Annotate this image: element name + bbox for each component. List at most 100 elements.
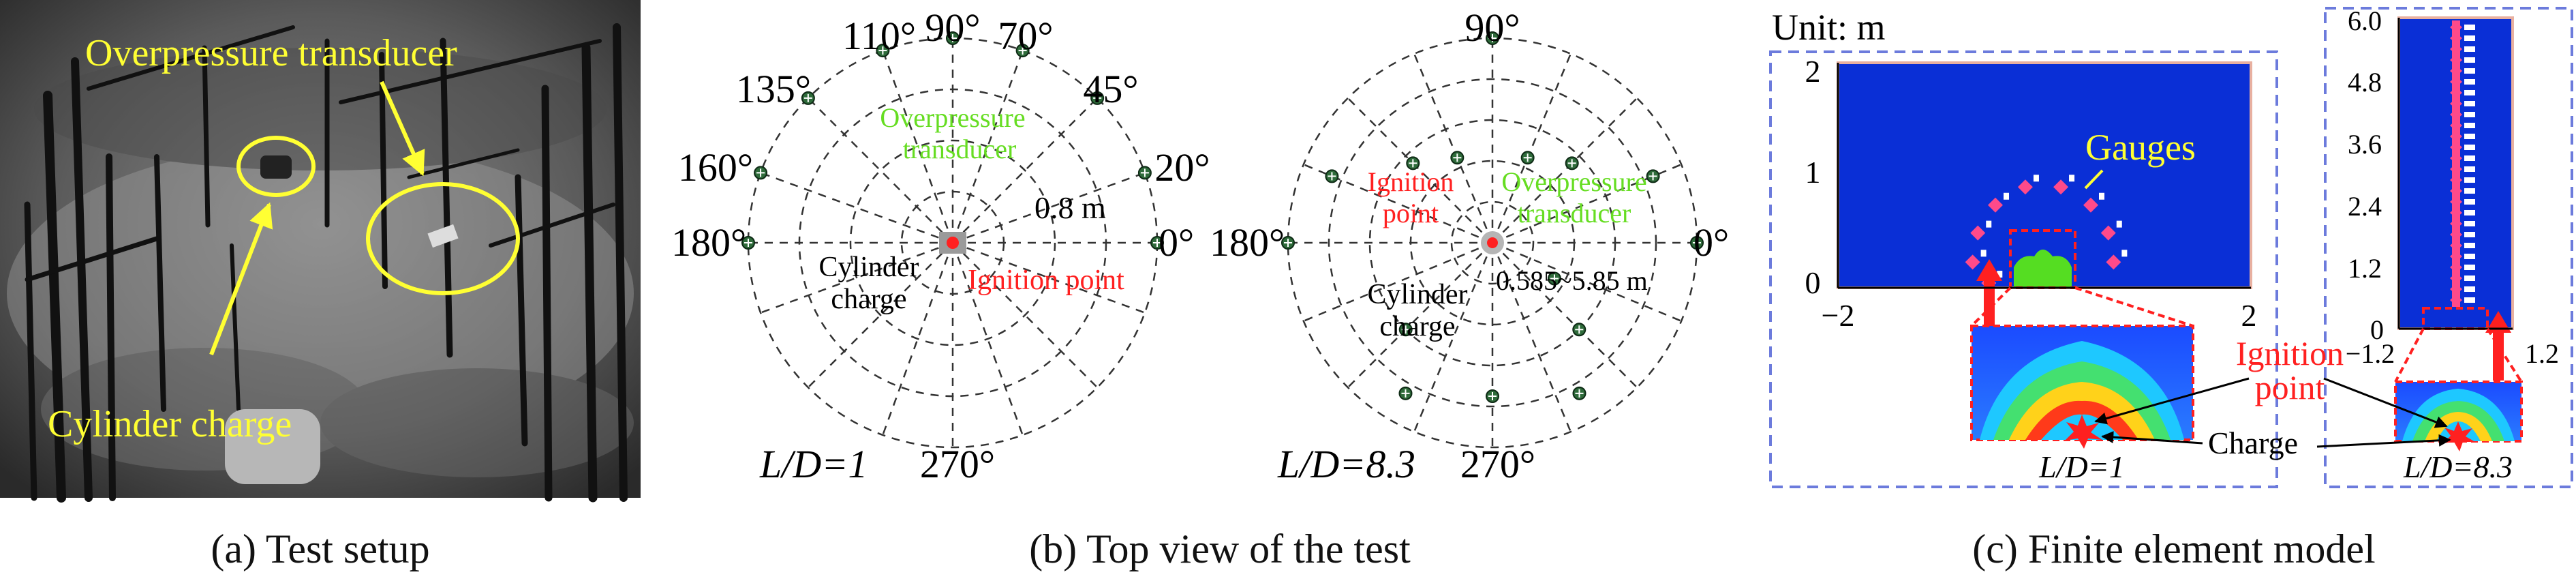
photo-charge [260, 155, 292, 179]
polar-right-spoke-337.5 [1492, 241, 1682, 322]
angle-180-right: 180° [1210, 220, 1285, 265]
ignition-label-left: Ignition point [968, 265, 1124, 296]
ignition-pointer-right [2323, 377, 2448, 428]
gauge-tag-right-23 [2464, 275, 2475, 281]
gauge-diamond-left-5 [2053, 179, 2069, 195]
ignition-label-c-1: Ignition [2236, 334, 2344, 372]
gauges-label: Gauges [2085, 127, 2196, 168]
gauge-tag-right-7 [2464, 101, 2475, 106]
photo-poles [24, 23, 628, 503]
charge-label: Cylinder charge [48, 403, 292, 445]
left-zoom-link-l [1970, 286, 2012, 327]
gauge-diamond-right-9 [2450, 120, 2462, 131]
right-explosion-star [2443, 421, 2475, 451]
gauge-tag-right-19 [2464, 232, 2475, 237]
right-inset-ld-label: L/D=8.3 [2403, 449, 2513, 484]
left-zoom-link-r [2074, 286, 2194, 327]
right-zoom-link-l [2394, 328, 2425, 383]
polar-right-spoke-247.5 [1413, 242, 1494, 432]
polar-left-spoke-110 [882, 50, 954, 243]
gauge-diamond-right-22 [2450, 262, 2462, 273]
gauge-diamond-right-19 [2450, 229, 2462, 240]
angle-270-right: 270° [1460, 442, 1535, 486]
gauge-tag-right-2 [2464, 46, 2475, 52]
right-bottom-arrow-head [2485, 311, 2511, 333]
angle-45-left: 45° [1083, 67, 1138, 111]
polar-left-spoke-20 [952, 172, 1146, 244]
transducer-label-left-2: transducer [903, 134, 1017, 164]
gauge-diamond-right-4 [2450, 65, 2462, 76]
left-ytick-1: 1 [1805, 155, 1821, 190]
left-ytick-0: 0 [1805, 265, 1821, 300]
gauge-tag-right-22 [2464, 265, 2475, 270]
right-zoom-box [2422, 307, 2489, 330]
gauge-tag-right-25 [2464, 297, 2475, 303]
angle-0-right: 0° [1693, 220, 1729, 265]
transducer-label-right-2: transducer [1518, 198, 1631, 228]
gauge-diamond-right-21 [2450, 251, 2462, 262]
gauge-tag-right-10 [2464, 134, 2475, 139]
polar-left-spoke-225 [807, 242, 953, 389]
gauge-tag-left-2 [1986, 220, 1992, 228]
right-xtick-neg1.2: −1.2 [2346, 338, 2395, 369]
left-explosion-star [2065, 415, 2102, 449]
gauge-diamond-right-12 [2450, 153, 2462, 164]
transducer-label: Overpressure transducer [85, 32, 457, 74]
gauge-diamond-right-0 [2450, 22, 2462, 33]
gauge-diamond-right-16 [2450, 196, 2462, 207]
ignition-dot-left [947, 237, 959, 249]
charge-pointer-left [2101, 431, 2203, 445]
charge-label-right-1: Cylinder [1368, 279, 1468, 310]
gauge-tag-right-3 [2464, 57, 2475, 63]
polar-right-spoke-135 [1347, 97, 1493, 243]
gauge-tag-right-9 [2464, 123, 2475, 128]
polar-left-spoke-160 [760, 172, 953, 244]
polar-right-spoke-315 [1492, 242, 1638, 389]
angle-270-left: 270° [920, 442, 995, 486]
gauge-markers-right [2450, 20, 2475, 307]
transducer-label-left-1: Overpressure [880, 102, 1025, 133]
ignition-label-c-2: point [2255, 368, 2325, 406]
polar-left-spoke-45 [952, 97, 1099, 243]
gauge-tag-left-0 [1997, 271, 2003, 278]
gauge-diamond-right-2 [2450, 44, 2462, 55]
charge-pointer-arrow [209, 202, 273, 356]
polar-right-spoke-292.5 [1491, 242, 1571, 432]
gauge-tag-right-20 [2464, 243, 2475, 248]
angle-0-left: 0° [1159, 220, 1194, 265]
left-xtick-neg2: −2 [1822, 298, 1855, 333]
polar-right-spoke-67.5 [1491, 53, 1571, 243]
gauge-tag-right-13 [2464, 166, 2475, 172]
gauge-tag-right-1 [2464, 35, 2475, 41]
left-ytick-2: 2 [1805, 54, 1821, 89]
gauge-tag-right-4 [2464, 68, 2475, 74]
polar-right-ring-3 [1328, 78, 1657, 408]
panel-c: Unit: m Gauges 2 1 0 −2 2 [1769, 5, 2573, 571]
gauge-tag-left-1 [1980, 250, 1987, 257]
charge-label-left-1: Cylinder [819, 252, 919, 283]
gauge-diamond-right-14 [2450, 175, 2462, 185]
angle-160-left: 160° [678, 145, 753, 190]
gauge-diamond-right-23 [2450, 273, 2462, 284]
right-ytick-2.4: 2.4 [2348, 191, 2382, 222]
gauge-diamond-left-4 [2017, 179, 2033, 195]
caption-a: (a) Test setup [211, 526, 429, 571]
gauge-diamond-left-1 [1965, 254, 1980, 270]
ignition-label-right-2: point [1383, 198, 1439, 228]
gauge-diamond-right-17 [2450, 207, 2462, 218]
left-bottom-arrow-head [1976, 259, 2002, 281]
gauge-diamond-right-15 [2450, 185, 2462, 196]
gauge-tag-left-7 [2116, 220, 2122, 228]
right-zoom-link-r [2486, 327, 2523, 383]
gauge-tag-right-5 [2464, 79, 2475, 85]
transducer-highlight-circle [366, 182, 520, 295]
gauge-diamond-right-20 [2450, 240, 2462, 251]
angle-180-left: 180° [671, 220, 746, 265]
gauge-diamond-right-25 [2450, 295, 2462, 306]
gauge-tag-left-4 [2033, 175, 2039, 182]
ignition-dot-right [1487, 237, 1498, 248]
gauge-diamond-right-7 [2450, 98, 2462, 109]
gauge-tag-right-11 [2464, 145, 2475, 150]
left-model-frame [1769, 50, 2278, 488]
